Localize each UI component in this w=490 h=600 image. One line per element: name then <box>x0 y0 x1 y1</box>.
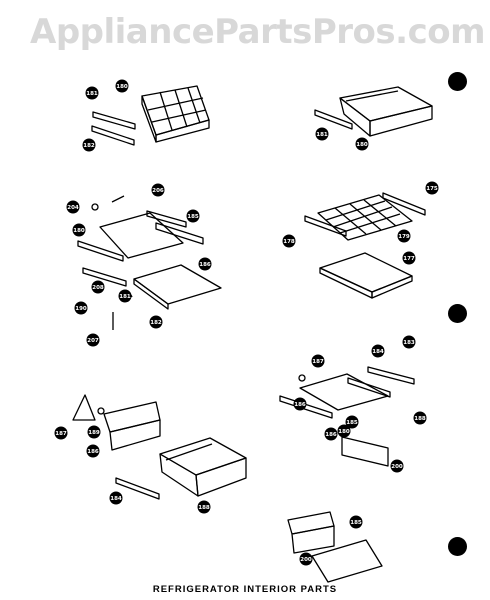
part-callout: 186 <box>198 257 212 271</box>
slide-out-shelf <box>319 252 413 299</box>
part-number-label: 190 <box>75 306 87 312</box>
part-callout: 186 <box>293 397 307 411</box>
wire-shelf <box>304 192 426 241</box>
part-number-label: 187 <box>312 359 324 365</box>
crisper-pan <box>339 86 433 137</box>
part-callout: 178 <box>282 234 296 248</box>
meat-keeper-frame <box>72 394 161 451</box>
part-number-label: 200 <box>391 464 403 470</box>
part-callout: 185 <box>186 209 200 223</box>
part-number-label: 180 <box>73 228 85 234</box>
watermark-logo: AppliancePartsPros.com <box>30 12 486 52</box>
part-callout: 180 <box>72 223 86 237</box>
part-callout: 183 <box>402 335 416 349</box>
part-callout: 180 <box>355 137 369 151</box>
part-callout: 204 <box>66 200 80 214</box>
part-callout: 208 <box>91 280 105 294</box>
part-callout: 177 <box>402 251 416 265</box>
part-number-label: 188 <box>198 505 210 511</box>
part-number-label: 186 <box>294 402 306 408</box>
pan-rail <box>314 109 353 130</box>
part-number-label: 208 <box>92 285 104 291</box>
part-number-label: 183 <box>403 340 415 346</box>
part-callout: 190 <box>74 301 88 315</box>
part-number-label: 200 <box>300 557 312 563</box>
part-number-label: 186 <box>199 262 211 268</box>
part-callout: 179 <box>397 229 411 243</box>
part-callout: 187 <box>54 426 68 440</box>
part-number-label: 179 <box>398 234 410 240</box>
part-callout: 185 <box>349 515 363 529</box>
part-callout: 182 <box>82 138 96 152</box>
part-callout: 188 <box>197 500 211 514</box>
part-callout: 181 <box>85 86 99 100</box>
binder-hole <box>448 72 467 91</box>
part-callout: 184 <box>109 491 123 505</box>
part-callout: 200 <box>299 552 313 566</box>
part-number-label: 181 <box>119 294 131 300</box>
part-number-label: 182 <box>150 320 162 326</box>
part-callout: 189 <box>87 425 101 439</box>
part-number-label: 185 <box>350 520 362 526</box>
basket-rails <box>91 111 136 146</box>
part-number-label: 204 <box>67 205 79 211</box>
part-number-label: 185 <box>346 420 358 426</box>
part-number-label: 184 <box>110 496 122 502</box>
part-number-label: 180 <box>356 142 368 148</box>
part-callout: 206 <box>151 183 165 197</box>
part-number-label: 182 <box>83 143 95 149</box>
part-number-label: 175 <box>426 186 438 192</box>
part-number-label: 186 <box>87 449 99 455</box>
lower-glass-shelf <box>279 366 415 467</box>
part-number-label: 187 <box>55 431 67 437</box>
binder-hole <box>448 537 467 556</box>
drawer-rail <box>115 477 160 500</box>
part-number-label: 188 <box>414 416 426 422</box>
part-number-label: 181 <box>316 132 328 138</box>
part-callout: 175 <box>425 181 439 195</box>
part-callout: 188 <box>413 411 427 425</box>
part-number-label: 180 <box>116 84 128 90</box>
part-number-label: 178 <box>283 239 295 245</box>
part-callout: 184 <box>371 344 385 358</box>
diagram-caption: REFRIGERATOR INTERIOR PARTS <box>152 584 338 595</box>
part-callout: 181 <box>315 127 329 141</box>
part-number-label: 186 <box>325 432 337 438</box>
part-callout: 207 <box>86 333 100 347</box>
part-callout: 181 <box>118 289 132 303</box>
part-callout: 180 <box>115 79 129 93</box>
part-number-label: 185 <box>187 214 199 220</box>
part-number-label: 207 <box>87 338 99 344</box>
wire-basket <box>141 85 210 143</box>
part-number-label: 180 <box>338 429 350 435</box>
bottom-bracket <box>287 511 383 583</box>
part-callout: 186 <box>86 444 100 458</box>
part-number-label: 184 <box>372 349 384 355</box>
part-callout: 180 <box>337 424 351 438</box>
meat-pan-drawer <box>159 437 247 497</box>
part-number-label: 189 <box>88 430 100 436</box>
part-callout: 187 <box>311 354 325 368</box>
part-callout: 185 <box>345 415 359 429</box>
part-number-label: 177 <box>403 256 415 262</box>
part-callout: 186 <box>324 427 338 441</box>
part-callout: 182 <box>149 315 163 329</box>
part-number-label: 206 <box>152 188 164 194</box>
part-callout: 200 <box>390 459 404 473</box>
part-number-label: 181 <box>86 91 98 97</box>
binder-hole <box>448 304 467 323</box>
